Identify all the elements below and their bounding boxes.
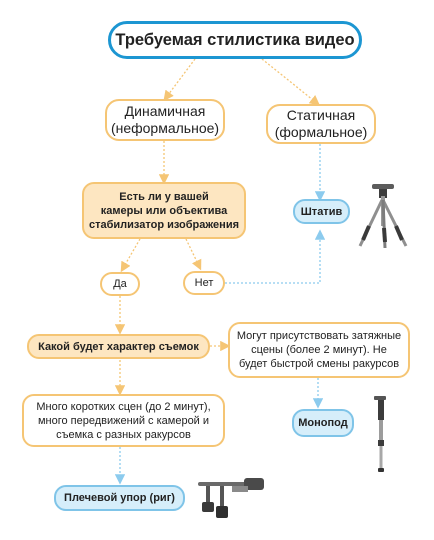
static-line2: (формальное): [274, 124, 368, 140]
no-node: Нет: [183, 271, 225, 295]
question-line2: камеры или объектива: [100, 204, 228, 217]
link-question-no: [185, 238, 202, 271]
dynamic-node: Динамичная (неформальное): [105, 99, 225, 141]
long-scenes-line3: будет быстрой смены ракурсов: [238, 358, 400, 370]
static-line1: Статичная: [286, 107, 356, 123]
monopod-image: [374, 396, 386, 472]
shoulder-rig-image: [198, 478, 264, 518]
long-scenes-line2: сцены (более 2 минут). Не: [251, 344, 387, 356]
rig-node: Плечевой упор (риг): [54, 485, 185, 511]
long-scenes-node: Могут присутствовать затяжные сцены (бол…: [228, 322, 410, 378]
link-no-tripod: [225, 229, 326, 284]
link-title-static: [261, 58, 321, 106]
title-node: Требуемая стилистика видео: [108, 21, 362, 59]
long-scenes-line1: Могут присутствовать затяжные: [236, 330, 402, 342]
monopod-node: Монопод: [292, 409, 354, 437]
short-scenes-line3: съемка с разных ракурсов: [56, 428, 191, 441]
link-title-dynamic: [163, 58, 196, 102]
yes-node: Да: [100, 272, 140, 296]
question-node: Есть ли у вашей камеры или объектива ста…: [82, 182, 246, 239]
dynamic-line2: (неформальное): [110, 120, 220, 136]
tripod-image: [358, 184, 408, 249]
shooting-node: Какой будет характер съемок: [27, 334, 210, 359]
short-scenes-line1: Много коротких сцен (до 2 минут),: [36, 400, 211, 413]
question-line1: Есть ли у вашей: [119, 190, 209, 203]
tripod-node: Штатив: [293, 199, 350, 224]
dynamic-line1: Динамичная: [124, 103, 206, 119]
short-scenes-node: Много коротких сцен (до 2 минут), много …: [22, 394, 225, 447]
static-node: Статичная (формальное): [266, 104, 376, 144]
link-question-yes: [120, 238, 141, 273]
question-line3: стабилизатор изображения: [88, 218, 239, 231]
short-scenes-line2: много передвижений с камерой и: [37, 414, 210, 427]
